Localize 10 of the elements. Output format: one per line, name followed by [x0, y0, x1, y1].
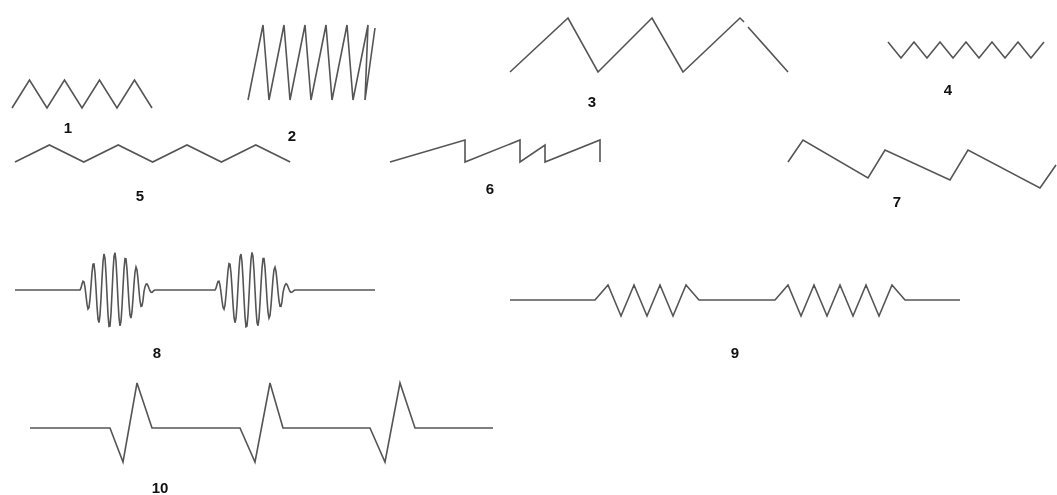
- figure-number: 4: [943, 82, 953, 97]
- figure-number: 10: [151, 480, 169, 495]
- figure-number: 7: [892, 194, 902, 209]
- figure-number: 3: [587, 94, 597, 109]
- figure-number: 5: [135, 188, 145, 203]
- figure-number: 1: [63, 120, 73, 135]
- figure-number: 8: [152, 345, 162, 360]
- figure-number: 6: [485, 181, 495, 196]
- figure-number: 9: [730, 345, 740, 360]
- figure-number: 2: [287, 128, 297, 143]
